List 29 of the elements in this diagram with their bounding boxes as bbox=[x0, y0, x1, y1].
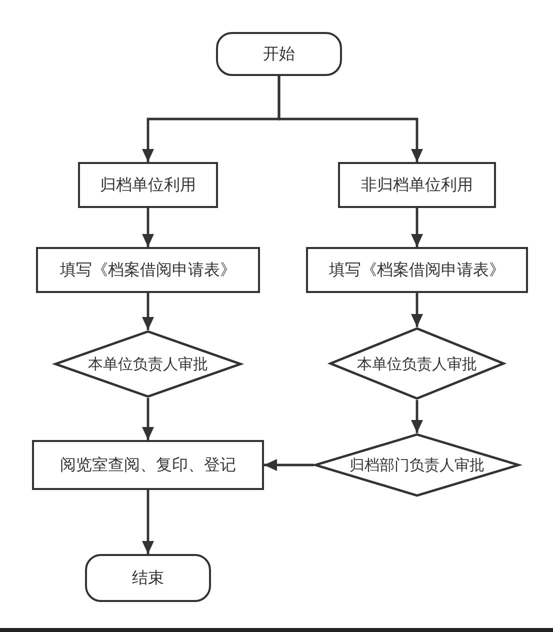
decision-diamond bbox=[54, 330, 242, 398]
process-label: 非归档单位利用 bbox=[361, 175, 473, 195]
process-box bbox=[306, 247, 528, 293]
arrow bbox=[142, 293, 154, 330]
process-label: 阅览室查阅、复印、登记 bbox=[60, 455, 236, 475]
arrow bbox=[142, 490, 154, 554]
arrow bbox=[264, 459, 314, 471]
terminal-box bbox=[85, 554, 211, 602]
process-box bbox=[36, 247, 260, 293]
decision-label: 本单位负责人审批 bbox=[88, 355, 208, 373]
process-box bbox=[78, 162, 218, 208]
decision-label: 本单位负责人审批 bbox=[357, 354, 477, 372]
decision-label: 归档部门负责人审批 bbox=[350, 456, 484, 474]
process-label: 填写《档案借阅申请表》 bbox=[329, 260, 505, 280]
arrow bbox=[278, 76, 423, 162]
arrow bbox=[411, 208, 423, 247]
process-box bbox=[338, 162, 496, 208]
decision-diamond bbox=[329, 327, 505, 400]
terminal-label: 开始 bbox=[263, 44, 295, 64]
arrow bbox=[411, 400, 423, 433]
arrow bbox=[142, 208, 154, 247]
terminal-box bbox=[216, 32, 342, 76]
arrow bbox=[142, 398, 154, 440]
terminal-label: 结束 bbox=[132, 568, 164, 588]
process-label: 归档单位利用 bbox=[100, 175, 196, 195]
decision-diamond bbox=[314, 433, 520, 497]
arrow bbox=[411, 293, 423, 327]
process-box bbox=[32, 440, 264, 490]
process-label: 填写《档案借阅申请表》 bbox=[60, 260, 236, 280]
